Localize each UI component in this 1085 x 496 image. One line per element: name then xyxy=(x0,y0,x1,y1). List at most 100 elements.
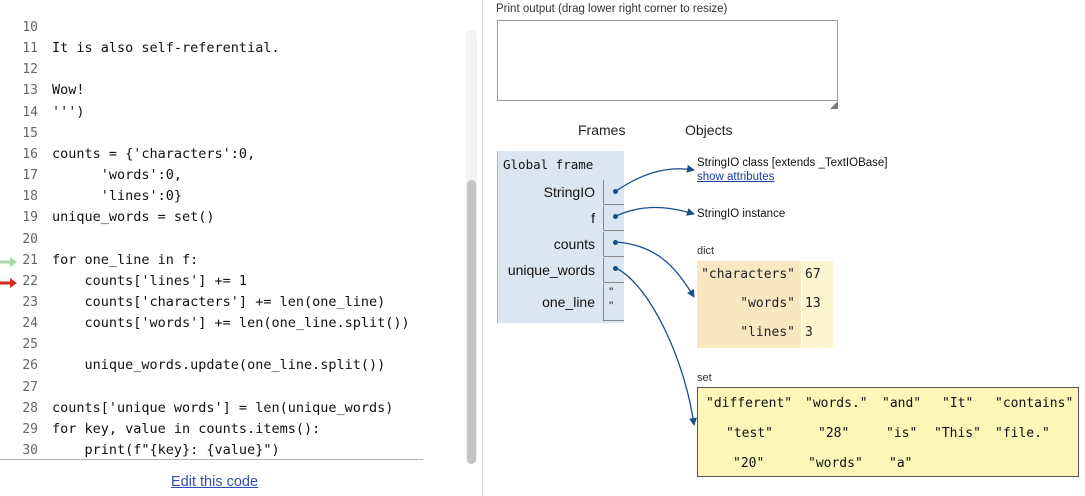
show-attributes-link[interactable]: show attributes xyxy=(697,171,775,183)
line-number[interactable]: 23 xyxy=(22,294,38,310)
code-line: 29 for key, value in counts.items(): xyxy=(0,420,422,441)
code-line: 19 unique_words = set() xyxy=(0,208,422,229)
frames-header: Frames xyxy=(578,122,626,138)
pointer-dot xyxy=(613,240,618,245)
dict-value: 13 xyxy=(802,290,833,320)
stringio-class-object: StringIO class [extends _TextIOBase] xyxy=(697,157,888,169)
line-number[interactable]: 24 xyxy=(22,316,38,332)
code-line: 17 'words':0, xyxy=(0,166,422,187)
set-item: "test" xyxy=(726,426,773,441)
line-number[interactable]: 11 xyxy=(22,41,38,57)
line-number[interactable]: 20 xyxy=(22,231,38,247)
code-line: 28 counts['unique words'] = len(unique_wo… xyxy=(0,399,422,420)
set-label: set xyxy=(697,372,712,384)
line-number[interactable]: 19 xyxy=(22,210,38,226)
code-text: print(f"{key}: {value}") xyxy=(52,442,280,458)
line-number[interactable]: 18 xyxy=(22,189,38,205)
dict-label: dict xyxy=(697,245,715,257)
code-line: 15 xyxy=(0,124,422,145)
var-name-f: f xyxy=(591,210,595,226)
set-item: "different" xyxy=(706,396,793,411)
line-number[interactable]: 30 xyxy=(22,443,38,458)
line-number[interactable]: 12 xyxy=(22,62,38,78)
code-text: It is also self-referential. xyxy=(52,40,280,57)
line-number[interactable]: 28 xyxy=(22,400,38,416)
pointer-dot xyxy=(613,266,618,271)
pointer-dot xyxy=(613,189,618,194)
code-panel: 10 11 It is also self-referential. 12 13 Wow!… xyxy=(0,0,422,460)
set-item: "20" xyxy=(733,456,765,471)
stringio-instance-object: StringIO instance xyxy=(697,208,786,220)
resize-grip-icon[interactable] xyxy=(830,101,838,109)
var-name-counts: counts xyxy=(553,236,595,252)
set-item: "a" xyxy=(889,456,913,471)
line-number[interactable]: 25 xyxy=(22,337,38,353)
var-value-stringio xyxy=(603,180,624,205)
line-number[interactable]: 22 xyxy=(22,273,38,289)
code-line: 30 print(f"{key}: {value}") xyxy=(0,441,422,460)
code-text: counts['words'] += len(one_line.split()) xyxy=(52,315,410,332)
line-number[interactable]: 17 xyxy=(22,168,38,184)
line-number[interactable]: 15 xyxy=(22,125,38,141)
code-text: for key, value in counts.items(): xyxy=(52,420,321,437)
code-line: 13 Wow! xyxy=(0,81,422,102)
panel-divider xyxy=(482,0,483,496)
one-line-value-quote-close: " xyxy=(609,299,614,313)
next-line-arrow-icon xyxy=(0,277,17,288)
line-number[interactable]: 14 xyxy=(22,104,38,120)
prev-line-arrow-icon xyxy=(0,256,17,267)
code-text: for one_line in f: xyxy=(52,251,199,268)
set-item: "file." xyxy=(995,426,1050,441)
code-line: 18 'lines':0} xyxy=(0,187,422,208)
code-text: counts['unique words'] = len(unique_word… xyxy=(52,399,394,416)
print-output-box[interactable] xyxy=(497,20,838,101)
line-number[interactable]: 16 xyxy=(22,146,38,162)
edit-code-link[interactable]: Edit this code xyxy=(171,474,259,490)
code-text: unique_words = set() xyxy=(52,209,215,226)
code-line: 27 xyxy=(0,378,422,399)
code-line: 22 counts['lines'] += 1 xyxy=(0,272,422,293)
var-value-counts xyxy=(603,232,624,257)
code-text: unique_words.update(one_line.split()) xyxy=(52,357,386,374)
pointer-arrow-f xyxy=(615,206,695,217)
pointer-arrow-counts xyxy=(615,241,695,298)
code-line: 21 for one_line in f: xyxy=(0,251,422,272)
set-item: "28" xyxy=(818,426,850,441)
code-line: 11 It is also self-referential. xyxy=(0,39,422,60)
var-value-f xyxy=(603,206,624,231)
code-line: 14''') xyxy=(0,103,422,124)
line-number[interactable]: 27 xyxy=(22,379,38,395)
code-line: 10 xyxy=(0,18,422,39)
code-text: Wow! xyxy=(52,82,85,99)
code-text: counts['characters'] += len(one_line) xyxy=(52,293,386,310)
set-item: "It" xyxy=(942,396,974,411)
code-line: 12 xyxy=(0,60,422,81)
code-text: 'lines':0} xyxy=(52,188,183,205)
set-item: "words." xyxy=(805,396,868,411)
line-number[interactable]: 29 xyxy=(22,421,38,437)
var-name-stringio: StringIO xyxy=(543,184,595,200)
line-number[interactable]: 13 xyxy=(22,83,38,99)
dict-key: "words" xyxy=(697,290,801,320)
dict-object: "characters" 67 "words" 13 "lines" 3 xyxy=(697,261,833,349)
var-name-unique-words: unique_words xyxy=(507,262,595,278)
code-line: 26 unique_words.update(one_line.split()) xyxy=(0,356,422,377)
global-frame xyxy=(497,151,624,323)
line-number[interactable]: 10 xyxy=(22,20,38,35)
one-line-value-quote-open: " xyxy=(609,285,614,299)
global-frame-title: Global frame xyxy=(503,157,594,172)
line-number[interactable]: 21 xyxy=(22,252,38,268)
code-scrollbar-thumb[interactable] xyxy=(467,180,476,464)
line-number[interactable]: 26 xyxy=(22,358,38,374)
dict-value: 3 xyxy=(802,319,833,349)
pointer-arrow-stringio xyxy=(615,164,695,192)
pointer-arrow-unique-words xyxy=(615,267,697,426)
code-line: 20 xyxy=(0,230,422,251)
code-line: 23 counts['characters'] += len(one_line) xyxy=(0,293,422,314)
var-value-one-line xyxy=(603,284,624,321)
dict-key: "characters" xyxy=(697,261,801,291)
code-bottom-divider xyxy=(0,459,423,460)
set-item: "words" xyxy=(808,456,863,471)
objects-header: Objects xyxy=(685,122,733,138)
